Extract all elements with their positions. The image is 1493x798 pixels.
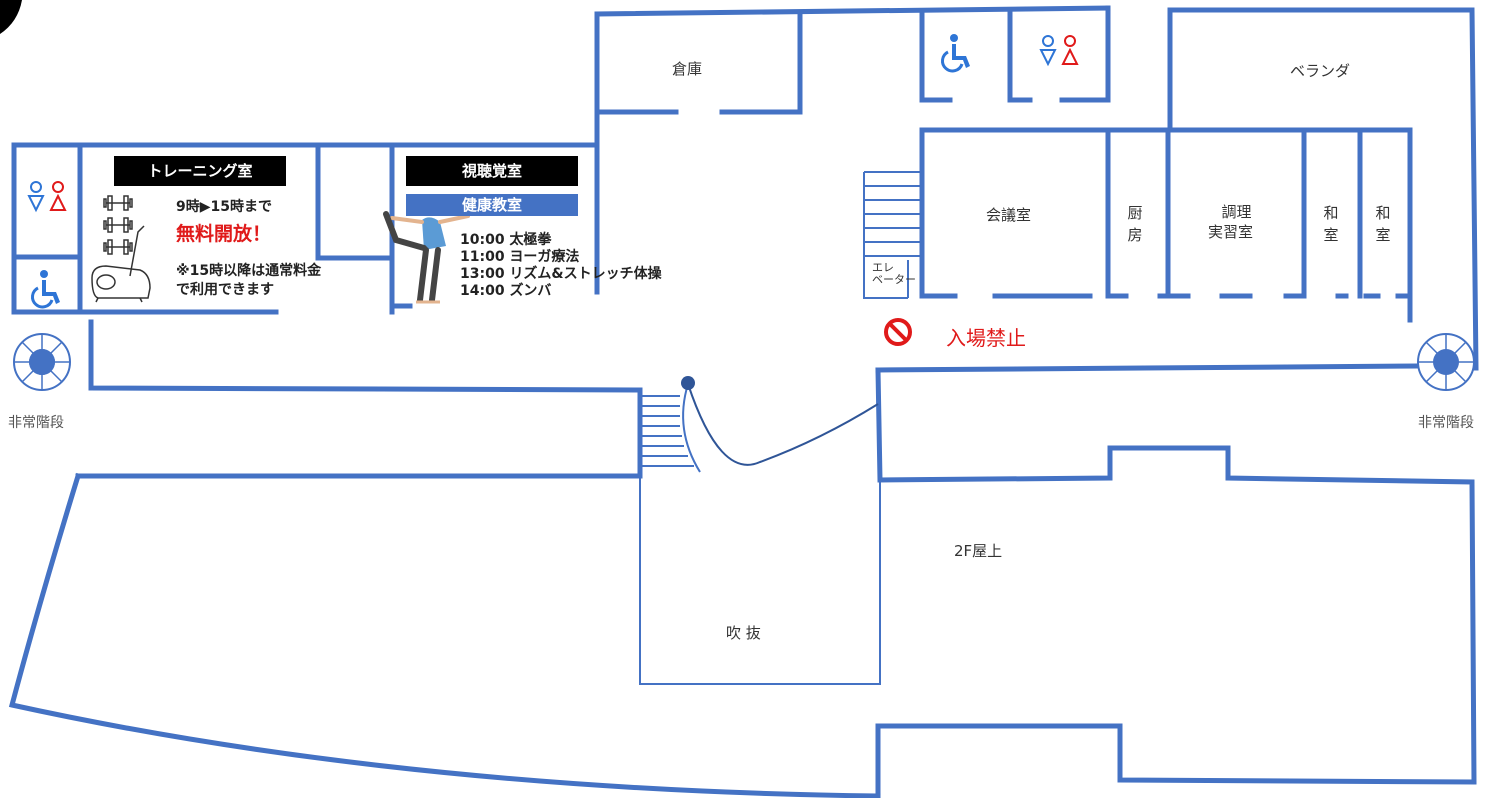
room-storage: 倉庫 (672, 60, 703, 78)
spiral-stairs-icon (13, 333, 71, 391)
room-washitsu-1: 和室 (1320, 202, 1342, 246)
emergency-stairs-right-label: 非常階段 (1418, 415, 1474, 431)
room-washitsu-2-text: 和室 (1375, 204, 1391, 244)
room-meeting: 会議室 (986, 206, 1032, 224)
wheelchair-icon (30, 270, 60, 309)
room-kitchen: 厨房 (1124, 202, 1146, 246)
av-room-title: 視聴覚室 (406, 156, 578, 186)
dumbbell-icon (103, 217, 133, 233)
stairs-top-node (681, 376, 695, 390)
spiral-stairs-icon (1417, 333, 1475, 391)
exercise-bike-icon (91, 225, 151, 303)
stairs-elevator (863, 171, 922, 299)
schedule-item: 11:00 ヨーガ療法 (460, 249, 580, 265)
room-veranda: ベランダ (1290, 62, 1351, 80)
walkway-curve (687, 383, 879, 466)
room-rooftop: 2F屋上 (954, 542, 1003, 560)
health-class-schedule: 10:00 太極拳 11:00 ヨーガ療法 13:00 リズム&ストレッチ体操 … (460, 232, 662, 300)
restroom-icon (1039, 35, 1079, 67)
room-elevator-line2: ベーター (872, 273, 916, 286)
main-stairs (642, 383, 701, 473)
room-elevator-line1: エレ (872, 261, 894, 274)
prohibited-icon (884, 318, 912, 346)
wheelchair-icon (940, 34, 970, 73)
training-note-line1: ※15時以降は通常料金 (176, 263, 322, 279)
dumbbell-icon (103, 195, 133, 211)
room-washitsu-2: 和室 (1372, 202, 1394, 246)
room-kitchen-text: 厨房 (1127, 204, 1143, 244)
room-atrium: 吹 抜 (726, 624, 761, 642)
corner-shape (0, 0, 22, 34)
room-cooking-line2: 実習室 (1208, 223, 1254, 241)
training-room-title: トレーニング室 (114, 156, 286, 186)
emergency-stairs-left-label: 非常階段 (8, 415, 64, 431)
training-free-label: 無料開放！ (176, 223, 272, 245)
training-hours: 9時▶15時まで (176, 199, 272, 215)
schedule-item: 14:00 ズンバ (460, 283, 552, 299)
restroom-icon (27, 181, 67, 213)
room-elevator: エレ ベーター (872, 262, 916, 286)
room-cooking: 調理 実習室 (1208, 202, 1253, 242)
room-cooking-line1: 調理 (1221, 203, 1252, 221)
walls (8, 5, 1479, 798)
schedule-item: 10:00 太極拳 (460, 232, 552, 248)
schedule-item: 13:00 リズム&ストレッチ体操 (460, 266, 662, 282)
training-note-line2: で利用できます (176, 282, 274, 298)
no-entry-label: 入場禁止 (946, 326, 1026, 350)
room-washitsu-1-text: 和室 (1323, 204, 1339, 244)
health-class-title: 健康教室 (406, 194, 578, 216)
atrium-outline (639, 476, 881, 685)
dumbbell-icon (103, 239, 133, 255)
